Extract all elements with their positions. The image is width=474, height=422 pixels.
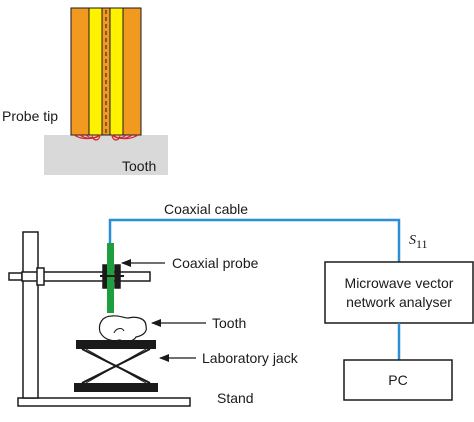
tooth-shape: [98, 315, 147, 343]
inset-probe-left-outer: [70, 7, 90, 136]
inset-tooth-block: [44, 135, 168, 175]
inset-probe-right-outer: [122, 7, 142, 136]
label-coaxial-cable: Coaxial cable: [164, 201, 248, 217]
s11-subscript: 11: [416, 237, 428, 251]
label-coaxial-probe: Coaxial probe: [172, 255, 259, 271]
inset-field-lines-right: [111, 134, 139, 141]
tooth-root-line: [113, 328, 125, 334]
jack-bottom-plate: [74, 383, 158, 392]
analyser-label-line2: network analyser: [346, 294, 452, 310]
stand-base: [17, 397, 191, 407]
stand: [8, 231, 191, 407]
stand-clamp-collar: [36, 267, 45, 286]
jack-scissor-link-d: [85, 348, 147, 384]
stand-arm: [21, 271, 151, 282]
label-probe-tip: Probe tip: [2, 108, 58, 124]
pc-box: [343, 359, 453, 401]
jack-top-plate: [76, 340, 156, 349]
inset-probe-right-inner: [109, 7, 124, 136]
analyser-label-line1: Microwave vector: [345, 275, 454, 291]
probe-tip-inset: Probe tip Tooth: [2, 7, 168, 175]
analyser-box: [324, 261, 474, 324]
coaxial-probe: [107, 243, 114, 313]
inset-field-lines-left: [73, 134, 101, 141]
inset-probe-left-inner: [88, 7, 103, 136]
laboratory-jack: [74, 340, 158, 392]
coaxial-cable: [108, 218, 401, 262]
label-s11: S11: [409, 233, 428, 251]
pc-label: PC: [388, 372, 407, 388]
label-laboratory-jack: Laboratory jack: [202, 350, 299, 366]
s11-symbol: S: [409, 233, 416, 248]
stand-clamp-knob: [8, 272, 23, 281]
label-tooth-inset: Tooth: [122, 158, 156, 174]
label-stand: Stand: [217, 390, 254, 406]
label-tooth: Tooth: [212, 315, 246, 331]
stand-pole: [22, 231, 39, 399]
